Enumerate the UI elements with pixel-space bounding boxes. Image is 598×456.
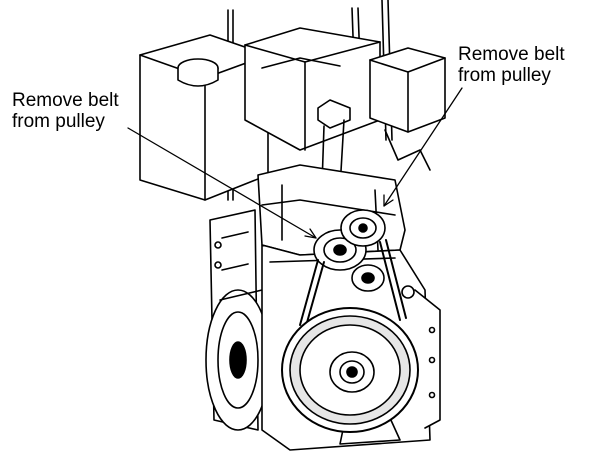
callout-right-line-2: from pulley (458, 65, 551, 86)
drive-belt (299, 239, 407, 327)
leader-line-right (383, 87, 463, 207)
callout-remove-belt-right: Remove belt from pulley (458, 44, 565, 86)
callout-remove-belt-left: Remove belt from pulley (12, 90, 119, 132)
arrowhead-left (304, 228, 317, 239)
fuel-tank (139, 34, 269, 201)
idler-pulley (351, 264, 415, 299)
leader-lines (127, 87, 463, 239)
callout-left-line-2: from pulley (12, 111, 105, 132)
air-cleaner (244, 27, 381, 151)
callout-right-line-1: Remove belt (458, 44, 565, 65)
flywheel-cover (205, 289, 271, 431)
arrowhead-right (383, 194, 394, 207)
main-pulley (281, 307, 419, 433)
leader-line-left (127, 127, 317, 239)
upper-pulley-right (340, 209, 386, 247)
callout-left-line-1: Remove belt (12, 90, 119, 111)
muffler (369, 47, 446, 171)
